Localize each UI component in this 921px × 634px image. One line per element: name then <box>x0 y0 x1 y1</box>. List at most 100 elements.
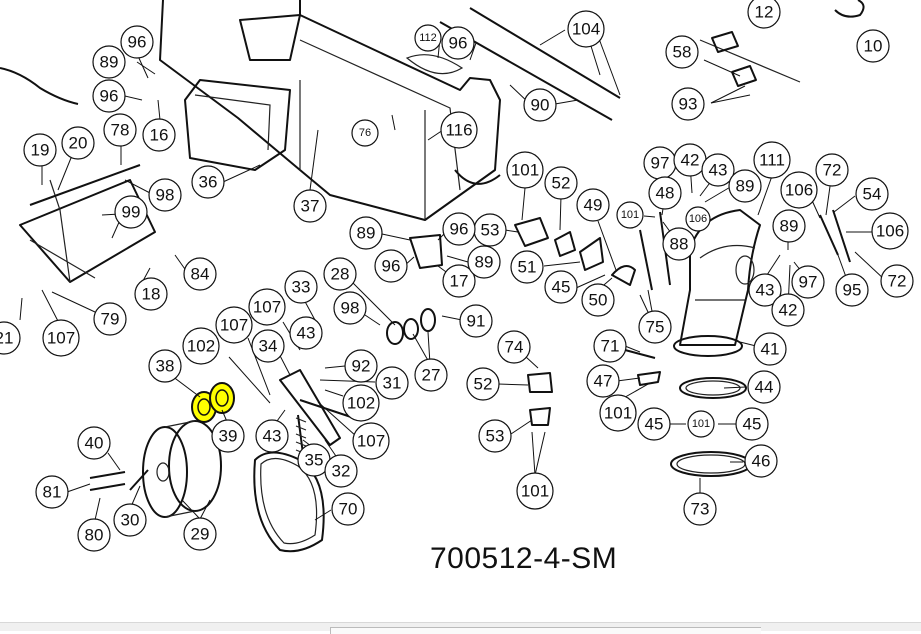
callout: 96 <box>442 212 476 246</box>
callout-label: 58 <box>673 43 692 62</box>
callout: 80 <box>77 518 111 552</box>
callout: 89 <box>467 245 501 279</box>
callout: 44 <box>747 370 781 404</box>
callout: 101 <box>616 201 644 229</box>
callout: 52 <box>544 166 578 200</box>
callout-label: 106 <box>689 213 707 225</box>
callout-label: 96 <box>100 87 119 106</box>
callout-label: 90 <box>531 96 550 115</box>
callout: 101 <box>516 472 554 510</box>
callout-label: 96 <box>449 34 468 53</box>
callout-label: 53 <box>486 427 505 446</box>
callout: 75 <box>638 310 672 344</box>
callout: 84 <box>183 257 217 291</box>
callout: 20 <box>61 126 95 160</box>
callout-label: 91 <box>467 312 486 331</box>
callout-label: 33 <box>292 278 311 297</box>
callout: 54 <box>855 177 889 211</box>
callout-label: 20 <box>69 134 88 153</box>
callout-label: 35 <box>305 451 324 470</box>
callout: 43 <box>701 153 735 187</box>
callout: 107 <box>215 306 253 344</box>
callout: 30 <box>113 503 147 537</box>
callout: 32 <box>324 454 358 488</box>
callout-label: 101 <box>621 209 639 221</box>
callout-label: 80 <box>85 526 104 545</box>
callout: 41 <box>753 332 787 366</box>
callout: 96 <box>120 25 154 59</box>
callout: 95 <box>835 273 869 307</box>
callout-label: 89 <box>475 253 494 272</box>
callout: 111 <box>753 141 791 179</box>
viewer-panel-edge <box>330 627 761 634</box>
callout: 42 <box>771 293 805 327</box>
callout: 98 <box>333 291 367 325</box>
callout-label: 89 <box>357 224 376 243</box>
callout-label: 106 <box>785 181 813 200</box>
callout-label: 107 <box>357 432 385 451</box>
callout-label: 93 <box>679 95 698 114</box>
callout: 89 <box>92 45 126 79</box>
callout: 35 <box>297 443 331 477</box>
callout: 81 <box>35 475 69 509</box>
callout: 51 <box>510 250 544 284</box>
callout-label: 96 <box>382 257 401 276</box>
callout-label: 98 <box>156 186 175 205</box>
callout: 91 <box>459 304 493 338</box>
callout-label: 28 <box>331 265 350 284</box>
callout-label: 39 <box>219 427 238 446</box>
callout: 34 <box>251 329 285 363</box>
callout-label: 73 <box>691 500 710 519</box>
callout: 106 <box>871 212 909 250</box>
callout-label: 71 <box>601 337 620 356</box>
callout-label: 101 <box>692 418 710 430</box>
callout: 43 <box>748 273 782 307</box>
callout-label: 89 <box>780 217 799 236</box>
callout: 45 <box>637 407 671 441</box>
callout: 98 <box>148 178 182 212</box>
callout-label: 16 <box>150 126 169 145</box>
callout: 93 <box>671 87 705 121</box>
callout-label: 49 <box>584 196 603 215</box>
callout-label: 17 <box>450 272 469 291</box>
callout: 96 <box>92 79 126 113</box>
callout: 97 <box>643 146 677 180</box>
callout-label: 70 <box>339 500 358 519</box>
callout-label: 40 <box>85 434 104 453</box>
callout-label: 45 <box>743 415 762 434</box>
callout-label: 37 <box>301 197 320 216</box>
callout-label: 34 <box>259 337 278 356</box>
callout-label: 92 <box>352 357 371 376</box>
callout-label: 31 <box>383 374 402 393</box>
callout: 28 <box>323 257 357 291</box>
callout-label: 101 <box>604 404 632 423</box>
callout: 21 <box>0 321 21 355</box>
callout: 104 <box>567 10 605 48</box>
callout-label: 107 <box>220 316 248 335</box>
callout: 42 <box>673 143 707 177</box>
callout: 97 <box>791 265 825 299</box>
callout-label: 84 <box>191 265 210 284</box>
part-drawings <box>0 0 865 553</box>
callout-label: 51 <box>518 258 537 277</box>
callout: 101 <box>687 410 715 438</box>
callout: 33 <box>284 270 318 304</box>
callout: 71 <box>593 329 627 363</box>
callout: 96 <box>441 26 475 60</box>
callout: 27 <box>414 358 448 392</box>
callout: 47 <box>586 364 620 398</box>
callout-label: 102 <box>347 394 375 413</box>
callout-label: 81 <box>43 483 62 502</box>
callout-label: 10 <box>864 37 883 56</box>
callout: 45 <box>544 270 578 304</box>
callout: 92 <box>344 349 378 383</box>
callout-label: 75 <box>646 318 665 337</box>
callout: 39 <box>211 419 245 453</box>
callout-label: 43 <box>297 324 316 343</box>
callout-label: 27 <box>422 366 441 385</box>
callout: 107 <box>42 319 80 357</box>
callout: 31 <box>375 366 409 400</box>
callout: 37 <box>293 189 327 223</box>
callout-label: 21 <box>0 329 13 348</box>
callout: 79 <box>93 302 127 336</box>
